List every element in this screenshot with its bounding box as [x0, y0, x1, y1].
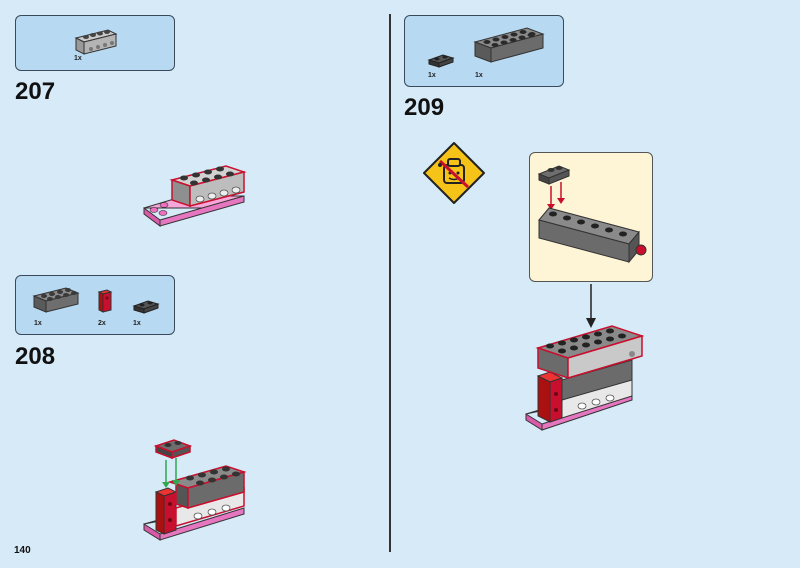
step-number-208: 208: [15, 343, 56, 370]
page-number: 140: [14, 545, 31, 556]
part-qty: 1x: [133, 320, 141, 327]
arrow-down-icon: [586, 284, 596, 328]
part-dark-gray-plate-1x2-icon: [132, 300, 160, 314]
page-divider: [389, 14, 391, 552]
parts-panel-209: 1x 1x: [404, 15, 564, 87]
callout-assembly: [537, 165, 647, 264]
assembly-step-208: [143, 439, 247, 541]
step-number-209: 209: [404, 94, 445, 121]
part-red-brick-1x1-icon: [97, 289, 113, 313]
step-number-207: 207: [15, 78, 56, 105]
part-dark-gray-plate-1x2-icon: [427, 54, 455, 68]
assembly-step-207: [143, 165, 247, 227]
part-dark-gray-brick-2x4-icon: [32, 287, 80, 313]
warning-no-figure-icon: [423, 142, 485, 204]
part-gray-technic-brick-1x6-icon: [473, 27, 545, 63]
part-gray-brick-1x4-icon: [74, 29, 118, 55]
part-qty: 1x: [475, 72, 483, 79]
part-qty: 1x: [428, 72, 436, 79]
parts-panel-208: 1x 2x 1x: [15, 275, 175, 335]
part-qty: 2x: [98, 320, 106, 327]
part-qty: 1x: [34, 320, 42, 327]
part-qty: 1x: [74, 55, 82, 62]
assembly-step-209: [525, 325, 645, 431]
parts-panel-207: 1x: [15, 15, 175, 71]
